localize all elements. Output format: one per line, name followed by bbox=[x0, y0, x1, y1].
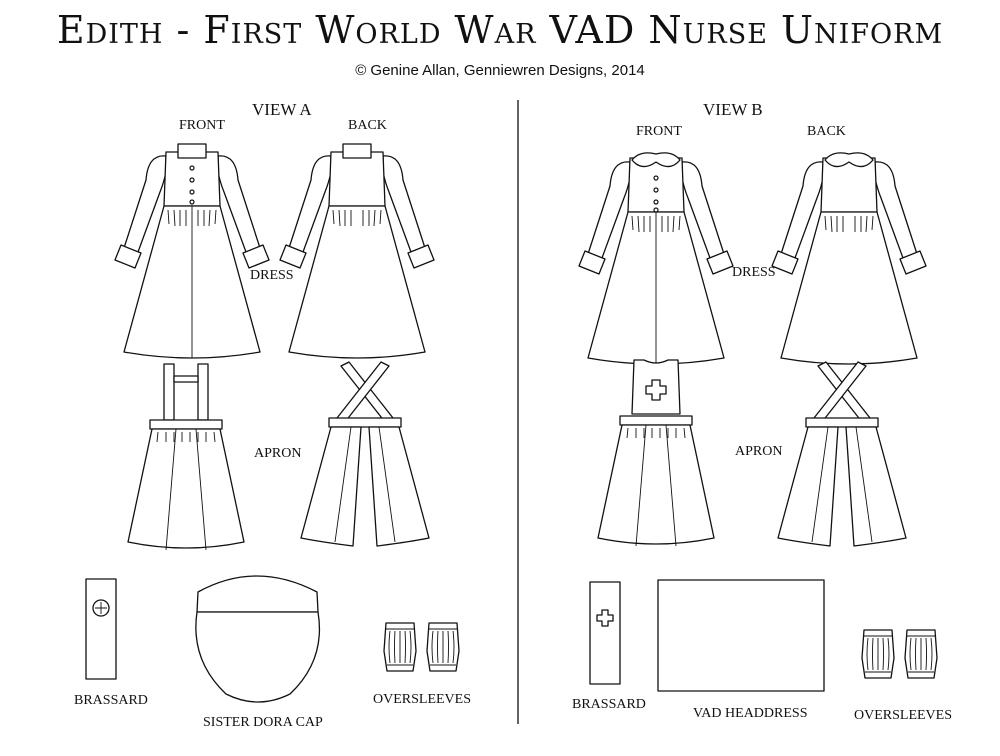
view-a-dress-front bbox=[114, 143, 270, 359]
view-b-headdress-label: VAD HEADDRESS bbox=[693, 706, 808, 721]
view-a-brassard-label: BRASSARD bbox=[74, 693, 148, 708]
view-a-brassard bbox=[85, 578, 117, 680]
view-a-apron-front bbox=[127, 363, 245, 551]
view-a-heading: VIEW A bbox=[252, 100, 312, 119]
view-a-oversleeves bbox=[383, 622, 460, 672]
page-title: Edith - First World War VAD Nurse Unifor… bbox=[56, 8, 944, 52]
view-b-dress-front bbox=[578, 152, 734, 365]
view-b-front-label: FRONT bbox=[636, 124, 682, 139]
view-b-back-label: BACK bbox=[807, 124, 846, 139]
view-b-brassard bbox=[589, 581, 621, 685]
view-b-apron-label: APRON bbox=[735, 444, 783, 459]
view-a-back-label: BACK bbox=[348, 118, 387, 133]
view-a-apron-back bbox=[300, 361, 430, 547]
view-a-dress-label: DRESS bbox=[250, 268, 294, 283]
view-a-oversleeves-label: OVERSLEEVES bbox=[373, 692, 471, 707]
view-b-heading: VIEW B bbox=[703, 100, 763, 119]
view-b-vad-headdress bbox=[657, 579, 825, 692]
view-a-apron-label: APRON bbox=[254, 446, 302, 461]
view-b-dress-back bbox=[771, 152, 927, 365]
view-b-apron-back bbox=[777, 361, 907, 547]
view-b-oversleeves bbox=[861, 629, 938, 679]
view-b-dress-label: DRESS bbox=[732, 265, 776, 280]
view-a-cap-label: SISTER DORA CAP bbox=[203, 715, 323, 730]
copyright-credit: © Genine Allan, Genniewren Designs, 2014 bbox=[355, 62, 645, 79]
view-a-dress-back bbox=[279, 143, 435, 359]
view-b-apron-front bbox=[597, 359, 715, 547]
view-a-front-label: FRONT bbox=[179, 118, 225, 133]
view-b-brassard-label: BRASSARD bbox=[572, 697, 646, 712]
view-b-oversleeves-label: OVERSLEEVES bbox=[854, 708, 952, 723]
view-a-sister-dora-cap bbox=[195, 575, 321, 703]
